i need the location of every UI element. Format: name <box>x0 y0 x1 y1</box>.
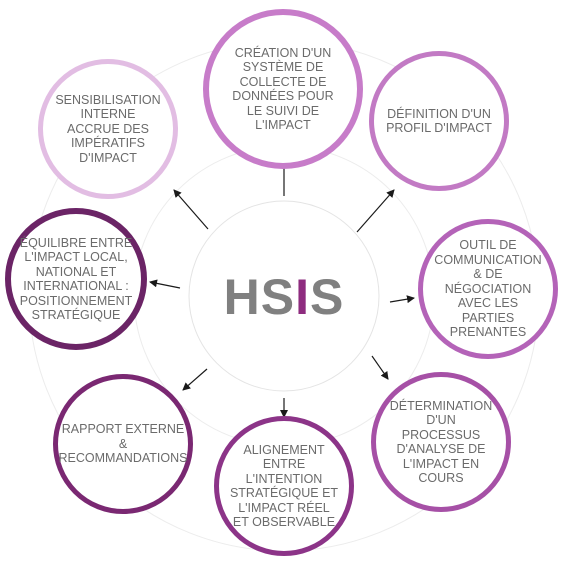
node-bottom: ALIGNEMENT ENTRE L'INTENTION STRATÉGIQUE… <box>214 416 354 556</box>
arrow-to-left <box>149 279 181 289</box>
arrow-to-right <box>389 295 415 304</box>
node-bottom-right: DÉTERMINATION D'UN PROCESSUS D'ANALYSE D… <box>371 372 511 512</box>
connector-arrows <box>149 159 415 418</box>
node-label: RAPPORT EXTERNE & RECOMMANDATIONS <box>58 422 188 466</box>
center-logo-prefix: HS <box>223 269 296 325</box>
center-circle <box>188 200 380 392</box>
center-logo-suffix: S <box>310 269 345 325</box>
node-label: SENSIBILISATION INTERNE ACCRUE DES IMPÉR… <box>55 92 161 165</box>
node-label: DÉTERMINATION D'UN PROCESSUS D'ANALYSE D… <box>389 398 493 486</box>
node-bottom-left: RAPPORT EXTERNE & RECOMMANDATIONS <box>53 374 193 514</box>
node-label: ÉQUILIBRE ENTRE L'IMPACT LOCAL, NATIONAL… <box>19 235 133 323</box>
arrow-to-top-right <box>356 189 395 233</box>
arrow-to-bottom-right <box>371 355 389 380</box>
node-label: OUTIL DE COMMUNICATION & DE NÉGOCIATION … <box>434 238 542 340</box>
arrow-to-bottom-left <box>182 368 208 391</box>
node-top: CRÉATION D'UN SYSTÈME DE COLLECTE DE DON… <box>203 9 363 169</box>
center-logo-accent: I <box>295 269 310 325</box>
node-label: CRÉATION D'UN SYSTÈME DE COLLECTE DE DON… <box>232 45 334 133</box>
node-label: ALIGNEMENT ENTRE L'INTENTION STRATÉGIQUE… <box>229 442 339 530</box>
node-top-right: DÉFINITION D'UN PROFIL D'IMPACT <box>369 51 509 191</box>
node-right: OUTIL DE COMMUNICATION & DE NÉGOCIATION … <box>418 219 558 359</box>
node-label: DÉFINITION D'UN PROFIL D'IMPACT <box>386 106 492 136</box>
arrow-to-top-left <box>173 189 209 230</box>
node-left: ÉQUILIBRE ENTRE L'IMPACT LOCAL, NATIONAL… <box>5 208 147 350</box>
node-top-left: SENSIBILISATION INTERNE ACCRUE DES IMPÉR… <box>38 59 178 199</box>
